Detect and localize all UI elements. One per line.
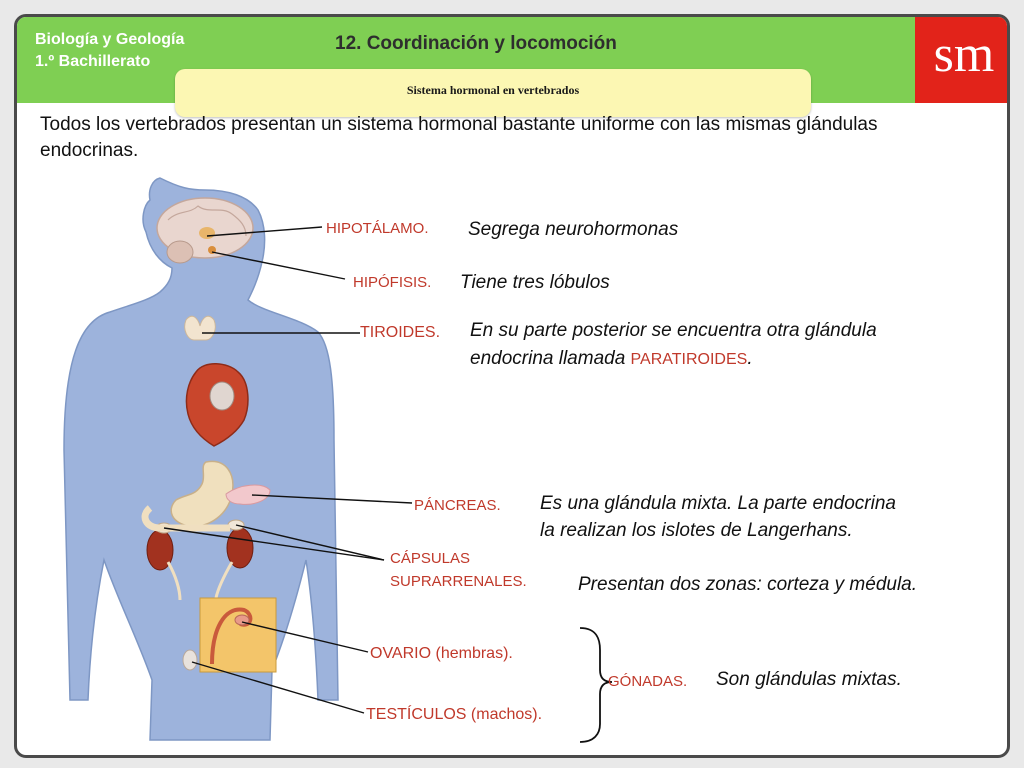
label-pancreas: PÁNCREAS. [414,497,501,514]
leader-capsulas-left [163,527,385,561]
ureter-left [166,561,182,601]
pancreas [225,484,271,505]
intestine-loop [141,505,230,532]
label-gonadas: GÓNADAS. [608,673,688,690]
testiculos-name: TESTÍCULOS [366,706,467,723]
ovario-name: OVARIO [370,645,432,662]
leader-ovario [241,621,369,653]
label-ovario: OVARIO (hembras). [370,645,513,663]
intro-text: Todos los vertebrados presentan un siste… [40,114,878,161]
desc-tiroides-pre: endocrina llamada [470,348,631,369]
label-testiculos: TESTÍCULOS (machos). [366,706,542,724]
heart-vessel [209,381,235,411]
subject-name: Biología y Geología [35,31,185,48]
desc-tiroides-line2: endocrina llamada PARATIROIDES. [470,345,753,373]
label-hipotalamo: HIPOTÁLAMO. [326,220,429,237]
slide-subtitle: Sistema hormonal en vertebrados [406,83,580,97]
subtitle-bar: Sistema hormonal en vertebrados [175,69,811,117]
cerebellum [166,240,194,264]
desc-pancreas-line1: Es una glándula mixta. La parte endocrin… [540,493,896,514]
leader-capsulas-right [235,524,385,561]
leader-pancreas [251,494,413,504]
desc-hipofisis: Tiene tres lóbulos [460,272,610,293]
desc-capsulas: Presentan dos zonas: corteza y médula. [578,574,918,595]
testis [182,649,198,671]
logo-text: sm [933,26,995,83]
ureter-right [214,561,234,599]
brain-folds [167,205,247,237]
label-capsulas-line2: SUPRARRENALES. [390,573,527,590]
leader-testiculos [191,661,365,714]
stomach [170,460,234,527]
desc-tiroides-post: . [747,348,753,369]
desc-tiroides-line1: En su parte posterior se encuentra otra … [470,320,877,341]
chapter-title: 12. Coordinación y locomoción [335,33,617,54]
thyroid [184,315,216,341]
hypothalamus-marker [199,227,215,239]
leader-hipofisis [211,251,346,280]
subject-info: Biología y Geología 1.º Bachillerato [35,29,184,73]
testiculos-note: (machos). [470,706,543,723]
label-capsulas-line1: CÁPSULAS [390,550,471,567]
label-hipofisis: HIPÓFISIS. [353,274,432,291]
label-tiroides: TIROIDES. [360,324,441,341]
course-level: 1.º Bachillerato [35,53,151,70]
desc-hipotalamo: Segrega neurohormonas [468,219,679,240]
publisher-logo: sm [915,17,1007,103]
leader-hipotalamo [206,226,323,237]
desc-pancreas-line2: la realizan los islotes de Langerhans. [540,520,853,541]
desc-gonadas: Son glándulas mixtas. [716,669,902,690]
gonads-brace [579,627,613,743]
ovario-note: (hembras). [435,645,513,662]
label-paratiroides: PARATIROIDES [630,351,748,368]
